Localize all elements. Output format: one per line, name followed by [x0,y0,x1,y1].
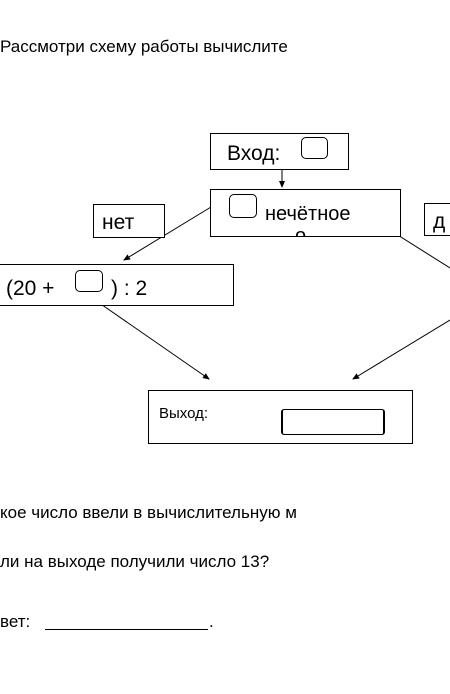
input-box: Вход: [210,133,349,170]
question-line-1: кое число ввели в вычислительную м [0,503,297,522]
answer-blank[interactable] [45,629,208,630]
output-slot[interactable] [281,409,385,435]
no-branch-box: нет [93,204,165,238]
instruction-text: Рассмотри схему работы вычислите [0,37,288,56]
answer-label: вет: [0,612,31,631]
output-box: Выход: [148,390,413,444]
formula-slot[interactable] [75,270,103,292]
yes-label: д [433,210,446,233]
arrow-yes-to-output [352,319,450,380]
input-label: Вход: [227,142,281,165]
arrow-formula-to-output [94,299,210,380]
output-label: Выход: [159,405,209,422]
condition-label: нечётное [265,203,351,225]
condition-slot[interactable] [229,194,257,218]
question-line-2: ли на выходе получили число 13? [0,552,270,571]
input-slot[interactable] [301,137,328,159]
formula-right: ) : 2 [111,277,148,300]
yes-branch-box: д [424,203,450,236]
answer-end: . [209,612,214,631]
no-label: нет [102,211,135,234]
condition-box: нечётное о [210,189,401,237]
formula-left: (20 + [6,277,55,300]
condition-label-cut: о [295,225,307,237]
formula-box: (20 + ) : 2 [0,264,234,306]
arrow-condition-to-formula [123,206,212,261]
